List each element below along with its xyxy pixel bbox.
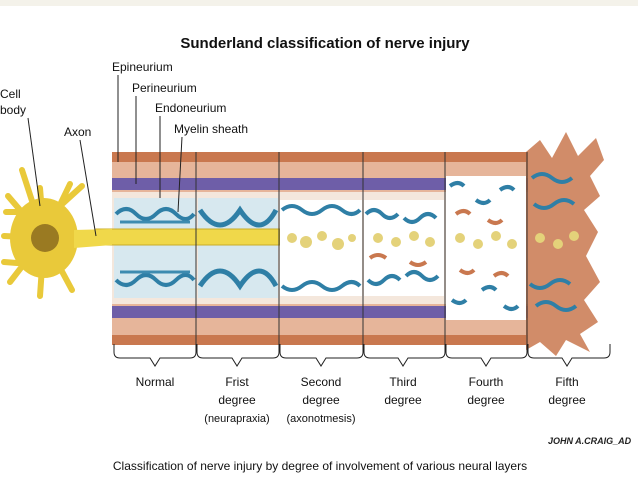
segment-fourth-degree: [446, 176, 526, 320]
debris: [348, 234, 356, 242]
debris: [569, 231, 579, 241]
segment-third-degree: [364, 200, 444, 296]
leader-axon: [79, 139, 97, 237]
debris: [553, 239, 563, 249]
label-cell-body-2: body: [0, 103, 26, 117]
debris: [373, 233, 383, 243]
endoneurium-lines: [120, 220, 190, 274]
label-axon: Axon: [64, 125, 91, 139]
myelin-sheath-first: [197, 205, 279, 291]
degree-4-line2: degree: [467, 393, 505, 407]
label-endoneurium: Endoneurium: [155, 101, 226, 115]
degree-1-line1: Frist: [225, 375, 249, 389]
debris: [317, 231, 327, 241]
debris: [455, 233, 465, 243]
debris: [535, 233, 545, 243]
myelin-sheath-second: [280, 204, 362, 292]
degree-2-line3: (axonotmesis): [286, 413, 355, 425]
debris: [409, 231, 419, 241]
degree-brackets: [113, 344, 611, 367]
neuron-cell-body: [1, 167, 112, 299]
degree-1-line2: degree: [218, 393, 256, 407]
label-cell-body-1: Cell: [0, 87, 21, 101]
structure-labels: Cell body Axon Epineurium Perineurium En…: [0, 60, 248, 237]
nucleus: [31, 224, 59, 252]
debris: [491, 231, 501, 241]
segment-fifth-degree: [526, 132, 638, 356]
perineurium-bottom: [112, 306, 532, 318]
debris: [332, 238, 344, 250]
perineurium-top: [112, 178, 532, 190]
degree-labels: Normal Frist degree (neurapraxia) Second…: [136, 375, 586, 425]
debris: [507, 239, 517, 249]
leader-myelin-sheath: [177, 136, 183, 213]
second-interior: [280, 200, 362, 296]
figure-caption: Classification of nerve injury by degree…: [113, 459, 527, 473]
myelin-fragments-third: [364, 208, 440, 286]
top-strip: [0, 0, 638, 6]
leader-cell-body: [27, 117, 41, 207]
label-perineurium: Perineurium: [132, 81, 197, 95]
scar-third: [368, 253, 428, 267]
segment-normal: [114, 198, 196, 298]
debris: [473, 239, 483, 249]
degree-3-line1: Third: [389, 375, 416, 389]
axon-continuous: [95, 228, 281, 246]
scar-fourth: [454, 209, 510, 278]
myelin-fragments-fifth: [528, 172, 578, 312]
artist-signature: JOHN A.CRAIG_AD: [548, 436, 632, 446]
degree-0-line1: Normal: [136, 375, 175, 389]
degree-3-line2: degree: [384, 393, 422, 407]
diagram-title: Sunderland classification of nerve injur…: [180, 35, 470, 52]
segment-dividers: [195, 152, 528, 345]
degree-4-line1: Fourth: [469, 375, 504, 389]
debris: [300, 236, 312, 248]
segment-second-degree: [280, 200, 362, 296]
axon-hillock: [74, 229, 112, 248]
degree-2-line1: Second: [301, 375, 342, 389]
debris: [391, 237, 401, 247]
degree-5-line2: degree: [548, 393, 586, 407]
debris: [287, 233, 297, 243]
myelin-sheath-normal: [114, 207, 196, 287]
segment-first-degree: [197, 198, 279, 298]
label-myelin-sheath: Myelin sheath: [174, 122, 248, 136]
degree-2-line2: degree: [302, 393, 340, 407]
degree-1-line3: (neurapraxia): [204, 413, 269, 425]
label-epineurium: Epineurium: [112, 60, 173, 74]
degree-5-line1: Fifth: [555, 375, 578, 389]
debris: [425, 237, 435, 247]
myelin-fragments-fourth: [448, 181, 520, 311]
